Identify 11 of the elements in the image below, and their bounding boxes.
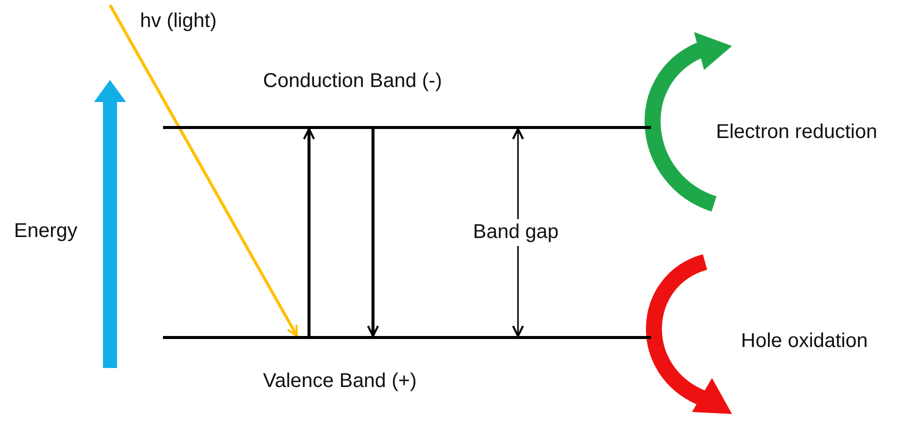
- arrow: [108, 4, 298, 337]
- band-label: Valence Band (+): [263, 370, 417, 393]
- edge-label: Band gap: [473, 218, 559, 246]
- arrow: [367, 129, 379, 337]
- text-label: Energy: [14, 220, 78, 243]
- band-label: Conduction Band (-): [263, 70, 442, 93]
- text-label: Hole oxidation: [741, 330, 868, 353]
- arrow: [303, 128, 315, 336]
- text-label: Electron reduction: [716, 121, 878, 144]
- energy-band-line: [163, 70, 651, 129]
- edge-label: hv (light): [140, 10, 217, 33]
